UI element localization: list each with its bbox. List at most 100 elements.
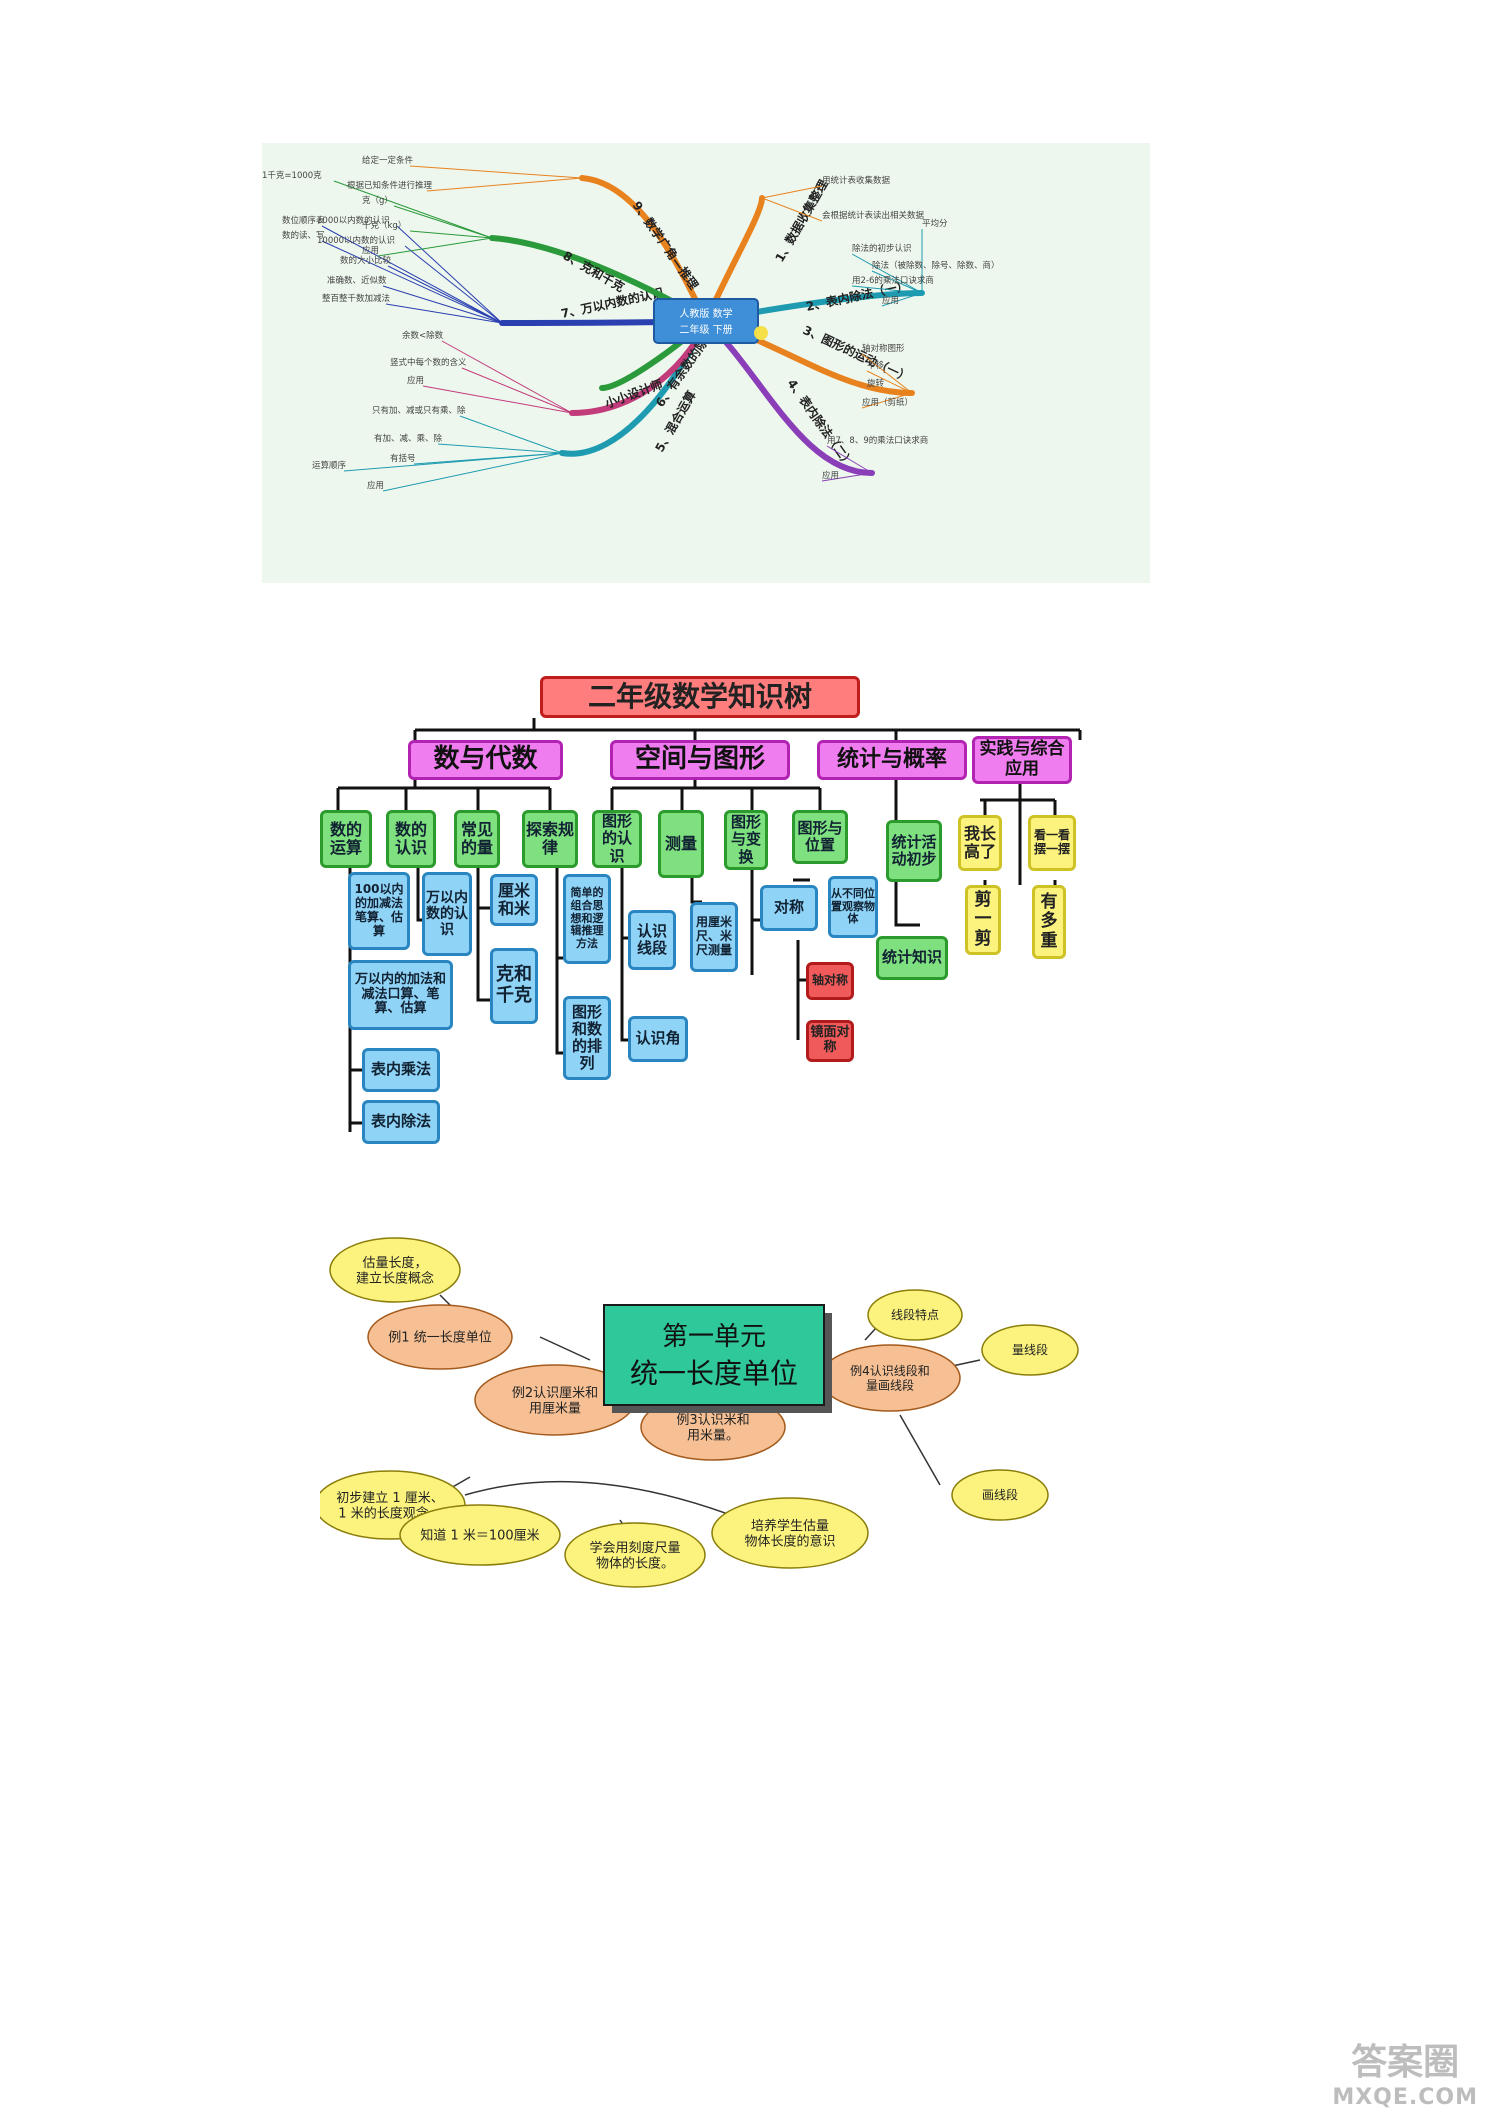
unit-node-text: 物体长度的意识 xyxy=(744,1533,835,1549)
mindmap-center xyxy=(653,298,759,344)
mindmap-twig xyxy=(851,253,923,294)
mindmap-twig xyxy=(761,185,823,199)
node-zhou: 轴对称 xyxy=(806,962,854,1000)
mindmap-twig xyxy=(382,285,503,324)
mindmap: 1、数据收集整理用统计表收集数据会根据统计表读出相关数据2、表内除法（一）除法的… xyxy=(262,143,1150,583)
node-zuhe: 简单的组合思想和逻辑推理方法 xyxy=(563,874,611,964)
category-practice: 实践与综合应用 xyxy=(972,736,1072,784)
mindmap-twig xyxy=(821,472,873,482)
node-weizhi: 图形与位置 xyxy=(792,810,848,864)
mindmap-item: 轴对称图形 xyxy=(862,343,905,354)
mindmap-item: 应用 xyxy=(367,480,384,491)
mindmap-twig xyxy=(871,270,923,294)
mindmap-twig xyxy=(333,180,493,239)
unit-node-li1 xyxy=(367,1304,513,1370)
unit-node-text: 建立长度概念 xyxy=(356,1270,434,1286)
node-celiang: 测量 xyxy=(658,810,704,878)
mindmap-item: 应用 xyxy=(822,470,839,481)
mindmap-twig xyxy=(396,225,503,324)
node-add10000: 万以内的加法和减法口算、笔算、估算 xyxy=(348,960,453,1030)
mindmap-item: 除法的初步认识 xyxy=(852,243,912,254)
mindmap-twig xyxy=(404,245,503,324)
mindmap-center-title: 人教版 数学 xyxy=(679,307,732,320)
node-jingmian: 镜面对称 xyxy=(806,1020,854,1062)
unit-node-text: 线段特点 xyxy=(891,1307,939,1322)
mindmap-item: 克（g） xyxy=(362,195,393,206)
mindmap-item: 应用 xyxy=(882,295,899,306)
mindmap-twig xyxy=(866,388,913,394)
mindmap-item: 平均分 xyxy=(922,218,948,229)
mindmap-twig xyxy=(459,415,563,454)
knowledge-tree: 二年级数学知识树 数与代数 空间与图形 统计与概率 实践与综合应用 数的运算 数… xyxy=(320,640,1120,1200)
category-space-shape: 空间与图形 xyxy=(610,740,790,780)
unit-node-text: 学会用刻度尺量 xyxy=(589,1540,680,1556)
category-statistics: 统计与概率 xyxy=(817,740,967,780)
mindmap-item: 有加、减、乘、除 xyxy=(374,433,443,444)
unit-node-text: 初步建立 1 厘米、 xyxy=(336,1491,444,1506)
mindmap-item: 会根据统计表读出相关数据 xyxy=(822,210,925,221)
mindmap-item: 给定一定条件 xyxy=(362,155,414,166)
mindmap-twig xyxy=(461,367,573,414)
mindmap-item: 用2-6的乘法口诀求商 xyxy=(852,275,934,286)
mindmap-center-subtitle: 二年级 下册 xyxy=(679,323,732,336)
mindmap-twig xyxy=(881,292,923,307)
node-mi-ce: 用厘米尺、米尺测量 xyxy=(690,902,738,972)
unit-node-zhidao xyxy=(399,1504,561,1566)
mindmap-item: 应用（剪纸） xyxy=(862,397,913,408)
unit-center xyxy=(603,1304,825,1406)
mindmap-item: 1000以内数的认识 xyxy=(317,215,390,226)
mindmap-twig xyxy=(826,445,873,474)
mindmap-item: 只有加、减或只有乘、除 xyxy=(372,405,466,416)
node-add100: 100以内的加减法笔算、估算 xyxy=(348,872,410,950)
mindmap-twig xyxy=(437,443,563,454)
unit-node-hua_xd xyxy=(951,1469,1049,1521)
category-number-algebra: 数与代数 xyxy=(408,740,563,780)
unit-node-text: 例4认识线段和 xyxy=(850,1363,930,1378)
unit-node-liang_xd xyxy=(981,1324,1079,1376)
mindmap-item: 竖式中每个数的含义 xyxy=(390,357,467,368)
unit-node-text: 培养学生估量 xyxy=(751,1518,829,1534)
node-tongji-zhishi: 统计知识 xyxy=(876,936,948,980)
mindmap-item: 旋转 xyxy=(867,378,885,389)
unit-node-text: 用米量。 xyxy=(687,1428,739,1443)
unit-node-text: 例1 统一长度单位 xyxy=(388,1330,491,1346)
unit-node-text: 量线段 xyxy=(1012,1342,1048,1357)
node-wozhang: 我长高了 xyxy=(958,815,1002,871)
mindmap-twig xyxy=(387,265,503,324)
unit-center-subtitle: 统一长度单位 xyxy=(630,1357,798,1390)
mindmap-item: 数的大小比较 xyxy=(340,255,392,266)
mindmap-item: 余数<除数 xyxy=(402,330,444,341)
mindmap-item: 有括号 xyxy=(390,453,416,464)
node-changjian: 常见的量 xyxy=(454,810,500,868)
mindmap-item: 数位顺序表 xyxy=(282,215,325,226)
node-kanyikan: 看一看摆一摆 xyxy=(1028,815,1076,871)
mindmap-twig xyxy=(321,240,503,324)
node-youduozhong: 有多重 xyxy=(1032,885,1066,959)
mindmap-twig xyxy=(861,353,913,394)
node-jiao: 认识角 xyxy=(628,1016,688,1062)
mindmap-twig xyxy=(866,370,913,394)
unit-node-text: 量画线段 xyxy=(866,1377,914,1392)
unit-node-text: 知道 1 米＝100厘米 xyxy=(420,1528,539,1544)
mindmap-twig xyxy=(409,165,583,179)
node-jianyijian: 剪一剪 xyxy=(965,885,1001,955)
mindmap-item: 应用 xyxy=(362,245,379,256)
mindmap-item: 用统计表收集数据 xyxy=(822,175,891,186)
mindmap-twig xyxy=(377,237,493,257)
mindmap-twig xyxy=(861,392,913,409)
node-pailie: 图形和数的排列 xyxy=(563,996,611,1080)
mindmap-item: 千克（kg） xyxy=(362,220,406,231)
unit-node-text: 画线段 xyxy=(982,1487,1018,1502)
node-guancha: 从不同位置观察物体 xyxy=(828,876,878,938)
tree-title: 二年级数学知识树 xyxy=(540,676,860,718)
node-kg: 克和千克 xyxy=(490,948,538,1024)
mindmap-twig xyxy=(393,205,493,239)
node-tansuo: 探索规律 xyxy=(522,810,578,868)
unit-node-gulian xyxy=(329,1237,461,1303)
mindmap-item: 10000以内数的认识 xyxy=(317,235,395,246)
unit-node-text: 用厘米量 xyxy=(529,1401,581,1416)
mindmap-item: 准确数、近似数 xyxy=(327,275,387,286)
mindmap-item: 根据已知条件进行推理 xyxy=(347,180,433,191)
mindmap-item: 数的读、写 xyxy=(282,230,325,241)
